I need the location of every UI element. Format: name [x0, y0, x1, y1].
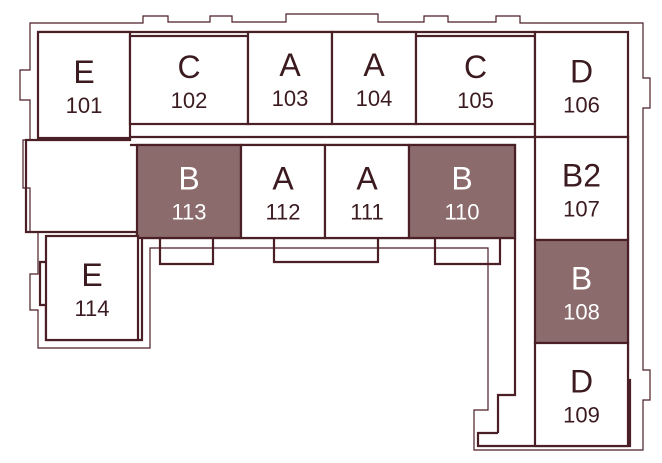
unit-type-label: A: [356, 161, 378, 197]
unit-110-shape: [407, 143, 517, 240]
unit-114[interactable]: E 114: [44, 234, 140, 342]
unit-104-shape: [330, 30, 418, 126]
unit-type-label: E: [73, 54, 94, 90]
unit-101[interactable]: E 101: [36, 30, 132, 140]
east-corridor-wall: [496, 238, 517, 433]
unit-number-label: 114: [74, 296, 109, 321]
unit-111-shape: [323, 143, 411, 240]
unit-type-label: A: [279, 47, 301, 83]
unit-113-shape: [135, 143, 243, 240]
unit-103-shape: [246, 30, 334, 126]
unit-106-shape: [533, 30, 630, 139]
unit-114-shape: [44, 234, 140, 342]
units-layer: E101C102A103A104C105D106B113A112A111B110…: [36, 30, 630, 448]
south-notch-walls: [158, 135, 632, 448]
unit-number-label: 109: [563, 403, 600, 428]
unit-104[interactable]: A 104: [330, 30, 418, 126]
unit-type-label: C: [464, 49, 487, 85]
unit-type-label: E: [81, 257, 102, 293]
unit-110[interactable]: B 110: [407, 143, 517, 240]
unit-112[interactable]: A 112: [239, 143, 327, 240]
unit-102[interactable]: C 102: [128, 34, 250, 126]
unit-number-label: 104: [356, 86, 393, 111]
unit-101-shape: [36, 30, 132, 140]
unit-108-shape: [533, 238, 630, 345]
unit-number-label: 110: [444, 200, 479, 225]
unit-112-shape: [239, 143, 327, 240]
unit-107-shape: [533, 135, 630, 242]
unit-108[interactable]: B 108: [533, 238, 630, 345]
unit-number-label: 108: [563, 300, 600, 325]
unit-number-label: 111: [350, 200, 383, 225]
unit-type-label: B: [451, 161, 472, 197]
unit-105[interactable]: C 105: [414, 34, 537, 126]
unit-number-label: 106: [563, 93, 600, 118]
unit-type-label: B: [178, 161, 199, 197]
unit-type-label: A: [272, 161, 294, 197]
unit-type-label: D: [570, 54, 593, 90]
unit-number-label: 112: [265, 200, 300, 225]
unit-109[interactable]: D 109: [533, 341, 630, 448]
unit-number-label: 113: [171, 200, 206, 225]
unit-type-label: B2: [562, 158, 601, 194]
unit-105-shape: [414, 34, 537, 126]
unit-number-label: 102: [171, 88, 208, 113]
unit-type-label: C: [177, 49, 200, 85]
unit-type-label: A: [363, 47, 385, 83]
unit-number-label: 105: [457, 88, 494, 113]
unit-type-label: D: [570, 364, 593, 400]
unit-113[interactable]: B 113: [135, 143, 243, 240]
unit-109-shape: [533, 341, 630, 448]
unit-103[interactable]: A 103: [246, 30, 334, 126]
building-outer-outline: [19, 13, 651, 451]
unit-number-label: 101: [66, 93, 103, 118]
unit-106[interactable]: D 106: [533, 30, 630, 139]
unit-type-label: B: [571, 261, 592, 297]
unit-number-label: 107: [563, 197, 600, 222]
unit-number-label: 103: [272, 86, 309, 111]
unit-111[interactable]: A 111: [323, 143, 411, 240]
